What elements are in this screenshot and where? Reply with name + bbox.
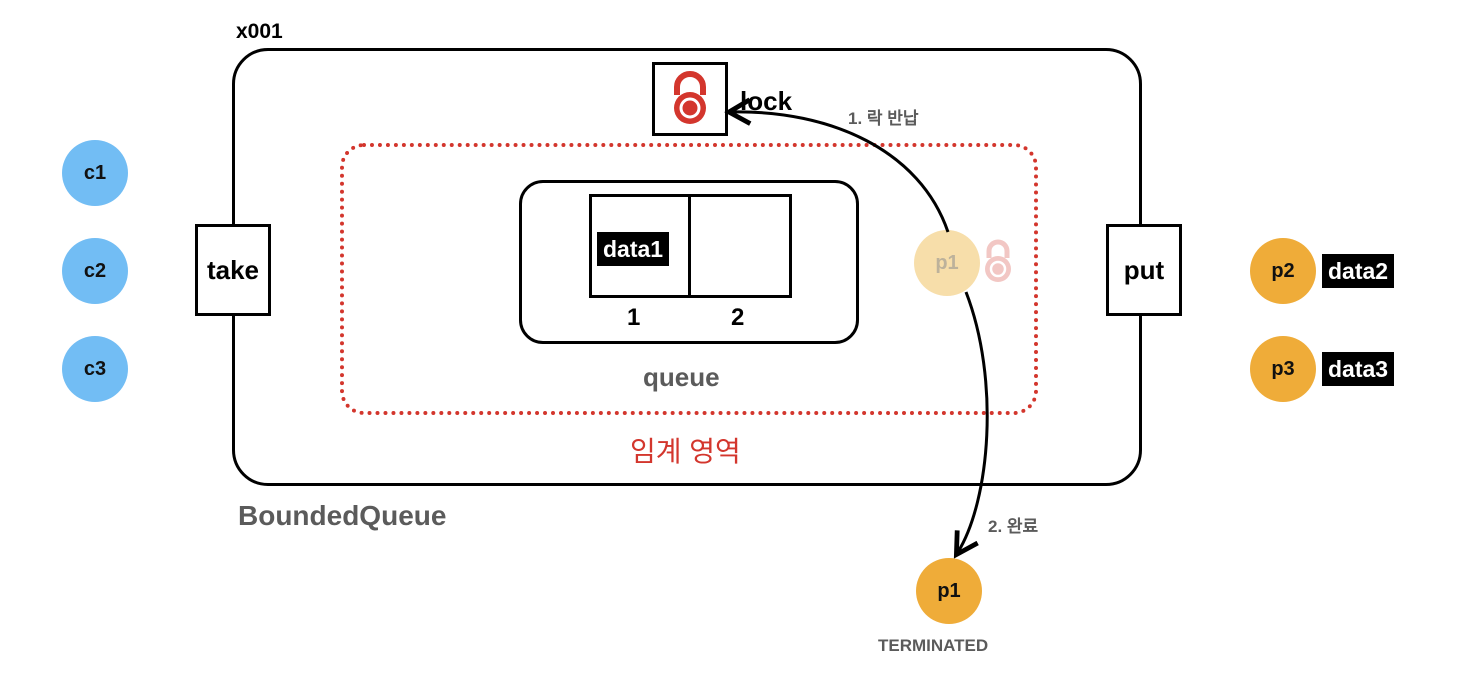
- queue-slot-2-index: 2: [731, 304, 745, 331]
- queue-label: queue: [643, 362, 720, 392]
- consumer-thread-c2: c2: [62, 238, 128, 304]
- producer-thread-p2: p2: [1250, 238, 1316, 304]
- queue-slot-2: [688, 194, 792, 298]
- step-complete-label: 2. 완료: [988, 517, 1039, 536]
- queue-slot-1-index: 1: [627, 304, 641, 331]
- critical-section-label: 임계 영역: [630, 436, 741, 467]
- arrow-release-lock: [724, 97, 950, 233]
- consumer-thread-c1: c1: [62, 140, 128, 206]
- producer-thread-p1-faded: p1: [914, 230, 980, 296]
- object-id-label: x001: [236, 20, 283, 43]
- faded-padlock-icon: [985, 239, 1011, 282]
- arrow-complete: [953, 291, 989, 559]
- critical-section: [340, 143, 1038, 415]
- put-method-box: put: [1106, 224, 1182, 316]
- consumer-thread-c3: c3: [62, 336, 128, 402]
- step-release-lock-label: 1. 락 반납: [848, 109, 919, 128]
- padlock-icon: [674, 71, 706, 124]
- producer-thread-p3: p3: [1250, 336, 1316, 402]
- take-method-box: take: [195, 224, 271, 316]
- bounded-queue-label: BoundedQueue: [238, 500, 447, 531]
- terminated-label: TERMINATED: [878, 636, 989, 655]
- queue-slot-1-value: data1: [597, 232, 670, 266]
- producer-p3-data: data3: [1322, 352, 1395, 386]
- producer-p2-data: data2: [1322, 254, 1395, 288]
- producer-thread-p1-terminated: p1: [916, 558, 982, 624]
